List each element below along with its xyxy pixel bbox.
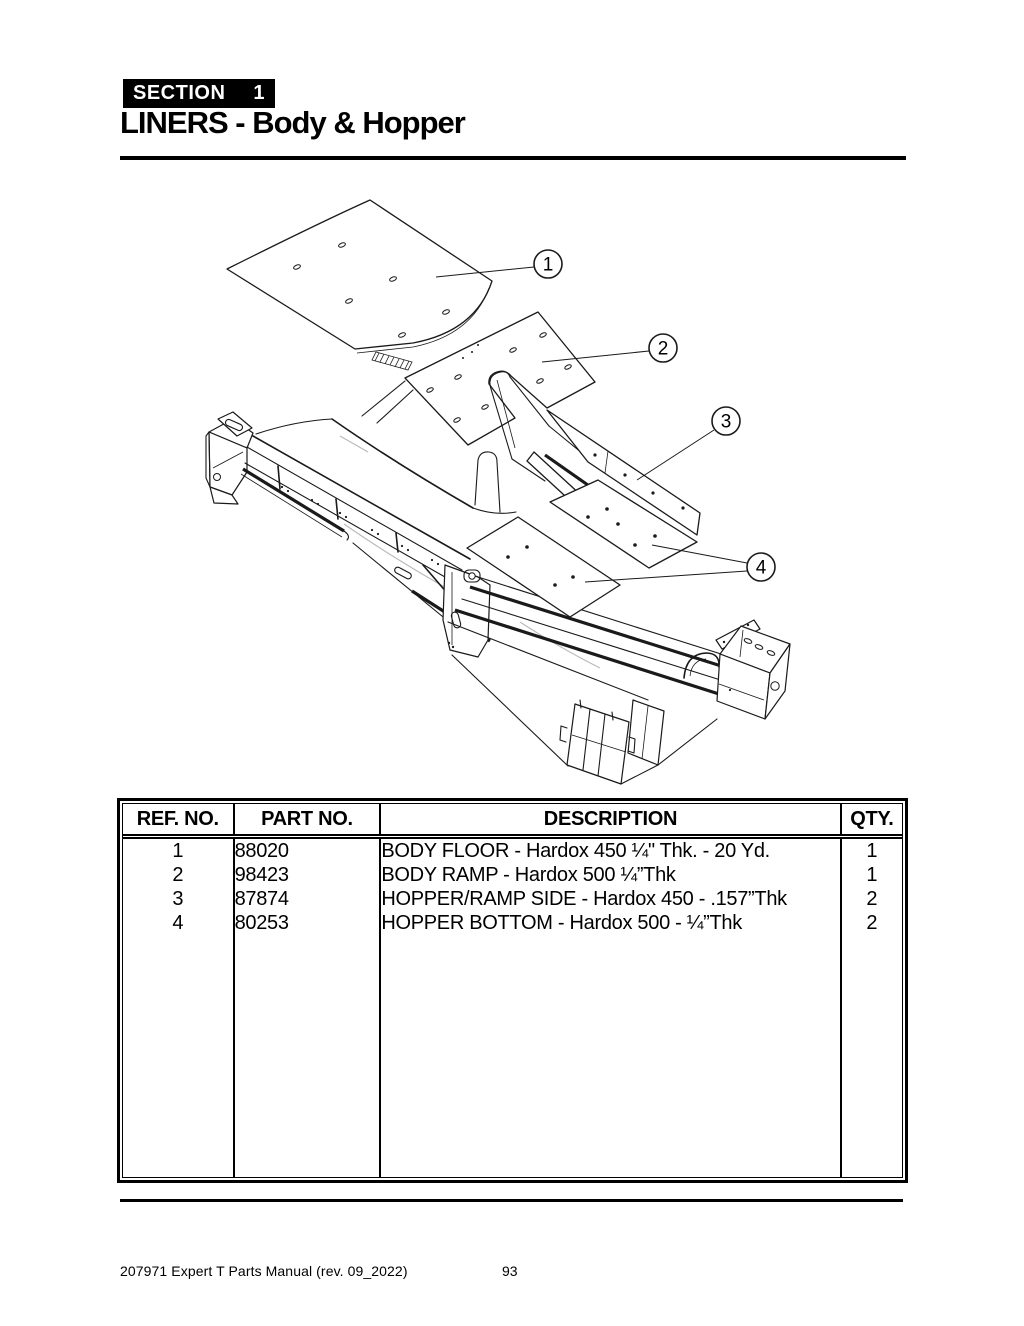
ref-no-cell: 3 (123, 887, 235, 911)
table-header-row: REF. NO. PART NO. DESCRIPTION QTY. (123, 804, 902, 839)
table-row: 1 88020 BODY FLOOR - Hardox 450 ¼" Thk. … (123, 836, 902, 863)
parts-table: REF. NO. PART NO. DESCRIPTION QTY. 1 880… (117, 798, 908, 1183)
page-title: LINERS - Body & Hopper (120, 105, 466, 140)
parts-table-inner: REF. NO. PART NO. DESCRIPTION QTY. 1 880… (122, 803, 903, 1178)
description-cell: BODY RAMP - Hardox 500 ¼”Thk (380, 863, 842, 887)
ramp-tongue (489, 371, 550, 460)
parts-diagram-svg: 1 2 3 4 (205, 199, 791, 785)
callout-3-label: 3 (721, 412, 732, 433)
footer-rule (120, 1199, 903, 1202)
part-no-cell: 87874 (233, 887, 382, 911)
header-part-no: PART NO. (233, 804, 382, 839)
section-number: 1 (253, 82, 266, 104)
callout-4-label: 4 (756, 558, 767, 579)
footer-page-number: 93 (502, 1263, 518, 1279)
callout-1: 1 (435, 249, 563, 279)
callout-2-label: 2 (658, 339, 669, 360)
plate-body-floor (226, 199, 493, 354)
plate-hopper-bottom-front (466, 516, 621, 618)
header-rule (120, 156, 906, 160)
callout-1-label: 1 (543, 255, 554, 276)
callout-2: 2 (541, 333, 678, 363)
ref-no-cell: 4 (123, 911, 235, 935)
table-row: 4 80253 HOPPER BOTTOM - Hardox 500 - ¼”T… (123, 911, 902, 935)
body-frame (205, 380, 791, 785)
parts-diagram: 1 2 3 4 (190, 192, 810, 798)
header-ref-no: REF. NO. (123, 804, 235, 839)
part-no-cell: 98423 (233, 863, 382, 887)
plate-hopper-ramp-side (526, 409, 701, 536)
table-row: 2 98423 BODY RAMP - Hardox 500 ¼”Thk 1 (123, 863, 902, 887)
section-badge: SECTION 1 (123, 79, 276, 108)
floor-edge-hatch (371, 351, 413, 371)
description-cell: HOPPER BOTTOM - Hardox 500 - ¼”Thk (380, 911, 842, 935)
header-qty: QTY. (840, 804, 902, 839)
part-no-cell: 80253 (233, 911, 382, 935)
qty-cell: 1 (866, 864, 878, 886)
table-row: 3 87874 HOPPER/RAMP SIDE - Hardox 450 - … (123, 887, 902, 911)
table-filler-row (123, 935, 902, 1177)
ref-no-cell: 1 (123, 836, 235, 863)
ref-no-cell: 2 (123, 863, 235, 887)
callout-4: 4 (584, 544, 776, 583)
section-label: SECTION (133, 82, 226, 104)
callout-3: 3 (636, 406, 741, 481)
footer-manual-name: 207971 Expert T Parts Manual (rev. 09_20… (120, 1263, 408, 1279)
qty-cell: 2 (866, 912, 878, 934)
plate-hopper-bottom-rear (549, 479, 698, 569)
qty-cell: 2 (866, 888, 878, 910)
qty-cell: 1 (866, 840, 878, 862)
description-cell: BODY FLOOR - Hardox 450 ¼" Thk. - 20 Yd. (380, 836, 842, 863)
plate-body-ramp (404, 311, 596, 446)
description-cell: HOPPER/RAMP SIDE - Hardox 450 - .157”Thk (380, 887, 842, 911)
header-description: DESCRIPTION (380, 804, 842, 839)
part-no-cell: 88020 (233, 836, 382, 863)
